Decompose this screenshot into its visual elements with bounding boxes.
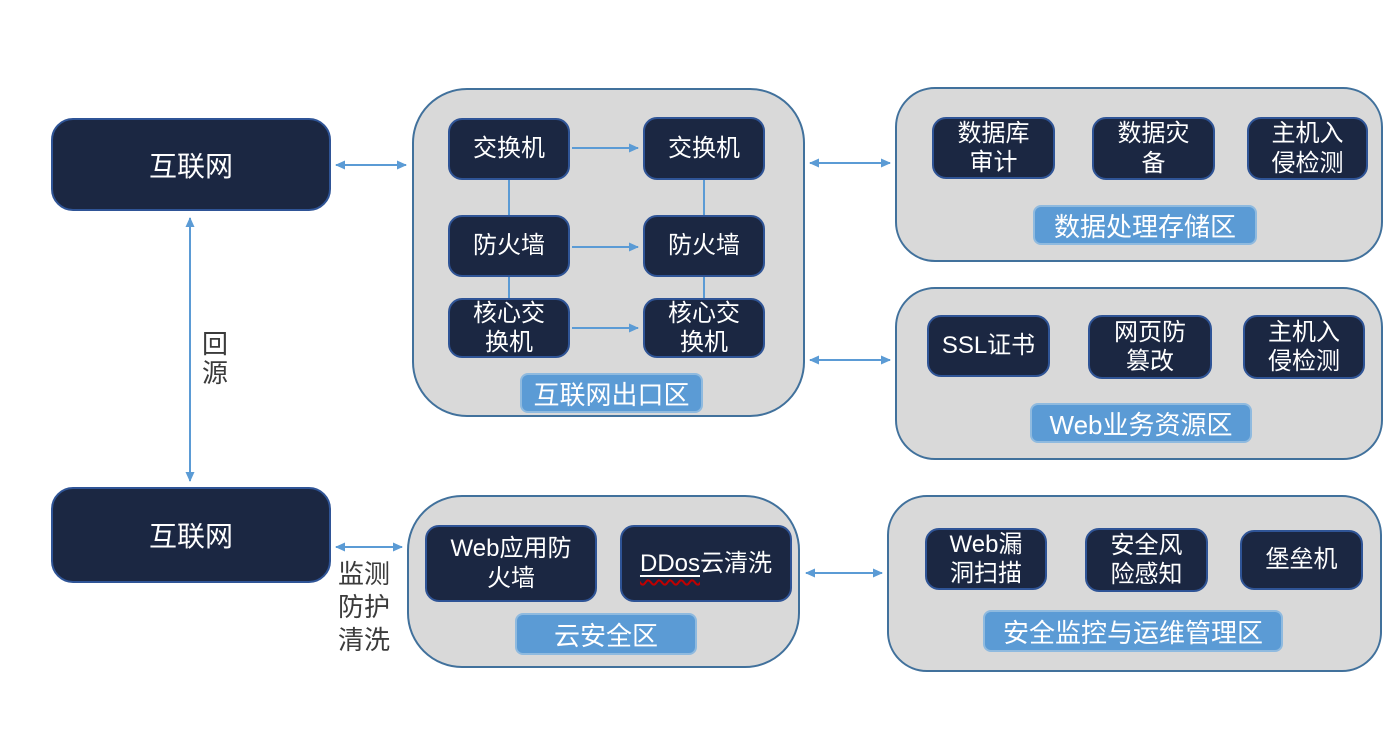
host-ids-data-node: 主机入 侵检测 [1247, 117, 1368, 180]
cloud-zone-label: 云安全区 [515, 613, 697, 655]
ddos-node: DDos云清洗 [620, 525, 792, 602]
vuln-scan-line1: Web漏 [949, 530, 1023, 558]
db-audit-node: 数据库 审计 [932, 117, 1055, 179]
waf-line1: Web应用防 [450, 535, 572, 563]
bastion-label: 堡垒机 [1265, 546, 1338, 574]
internet-top-label: 互联网 [148, 150, 233, 182]
exit-zone-label: 互联网出口区 [520, 373, 703, 413]
host-ids-web-line1: 主机入 [1268, 318, 1340, 346]
firewall-right-node: 防火墙 [643, 215, 765, 277]
ddos-label: DDos云清洗 [640, 549, 772, 578]
data-backup-line2: 备 [1141, 149, 1166, 177]
switch-left-node: 交换机 [448, 118, 570, 180]
annotation-monitor: 监测 防护 清洗 [338, 559, 391, 656]
db-audit-line2: 审计 [969, 149, 1018, 176]
risk-sense-node: 安全风 险感知 [1085, 528, 1208, 592]
core-switch-left-line2: 换机 [485, 329, 533, 356]
ops-zone-label: 安全监控与运维管理区 [983, 610, 1283, 652]
firewall-right-label: 防火墙 [668, 232, 740, 260]
ddos-word-wrapper: DDos [640, 550, 700, 577]
ssl-cert-node: SSL证书 [927, 315, 1050, 377]
firewall-left-node: 防火墙 [448, 215, 570, 277]
firewall-left-label: 防火墙 [473, 232, 545, 260]
internet-top-node: 互联网 [51, 118, 331, 211]
host-ids-data-line1: 主机入 [1271, 120, 1344, 148]
annotation-back-to-source: 回 源 [202, 329, 229, 389]
switch-left-label: 交换机 [473, 135, 545, 163]
waf-node: Web应用防 火墙 [425, 525, 597, 602]
risk-sense-line1: 安全风 [1110, 531, 1183, 559]
bastion-node: 堡垒机 [1240, 530, 1363, 590]
waf-line2: 火墙 [487, 564, 535, 592]
core-switch-left-node: 核心交 换机 [448, 298, 570, 358]
anti-tamper-node: 网页防 篡改 [1088, 315, 1212, 379]
ssl-cert-label: SSL证书 [941, 332, 1036, 360]
host-ids-web-node: 主机入 侵检测 [1243, 315, 1365, 379]
core-switch-right-node: 核心交 换机 [643, 298, 765, 358]
data-backup-node: 数据灾 备 [1092, 117, 1215, 180]
internet-bottom-node: 互联网 [51, 487, 331, 583]
data-backup-line1: 数据灾 [1117, 120, 1190, 148]
data-zone-label: 数据处理存储区 [1033, 205, 1257, 245]
internet-bottom-label: 互联网 [148, 521, 233, 552]
anti-tamper-line1: 网页防 [1114, 318, 1186, 346]
risk-sense-line2: 险感知 [1110, 561, 1183, 588]
core-switch-left-line1: 核心交 [473, 299, 545, 327]
ddos-word: DDos [639, 549, 700, 577]
switch-right-node: 交换机 [643, 117, 765, 180]
core-switch-right-line2: 换机 [680, 329, 728, 356]
switch-right-label: 交换机 [668, 134, 740, 162]
core-switch-right-line1: 核心交 [668, 299, 740, 327]
ddos-suffix: 云清洗 [700, 549, 772, 577]
vuln-scan-node: Web漏 洞扫描 [925, 528, 1047, 590]
host-ids-data-line2: 侵检测 [1271, 149, 1344, 177]
vuln-scan-line2: 洞扫描 [950, 560, 1022, 587]
host-ids-web-line2: 侵检测 [1268, 348, 1340, 375]
db-audit-line1: 数据库 [957, 119, 1030, 147]
anti-tamper-line2: 篡改 [1126, 348, 1174, 375]
web-zone-label: Web业务资源区 [1030, 403, 1252, 443]
